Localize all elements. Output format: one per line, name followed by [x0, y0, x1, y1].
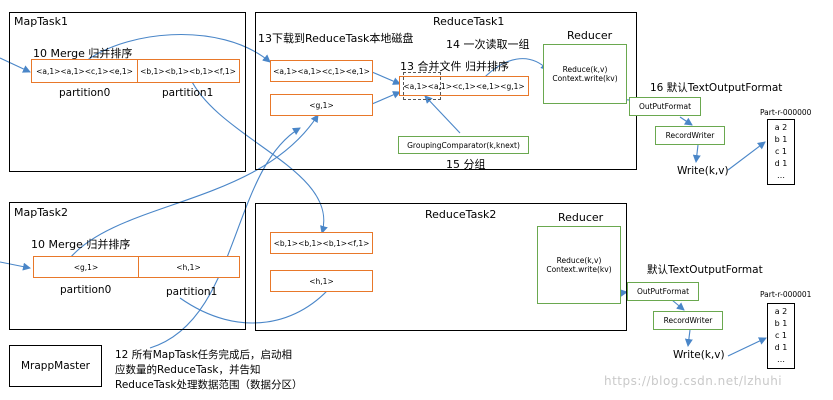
- reducetask2-title: ReduceTask2: [425, 208, 497, 221]
- arrow-output-to-recordwriter: [679, 116, 693, 126]
- output1-recordwriter: RecordWriter: [655, 126, 725, 145]
- output2-file-line: d 1: [774, 343, 788, 352]
- arrow-grouping-to-merge: [424, 95, 461, 134]
- output2-file-line: b 1: [774, 319, 788, 328]
- maptask1-panel: [9, 12, 246, 172]
- master-note-line: 应数量的ReduceTask，并告知: [115, 364, 261, 376]
- output2-outputformat: OutPutFormat: [627, 282, 699, 301]
- reducetask1-panel: [255, 12, 637, 170]
- arrow-group-to-reducer: [479, 58, 549, 83]
- maptask2-partition0-cell: <g,1>: [34, 257, 139, 277]
- reducetask2-downloaded-h: <h,1>: [270, 270, 373, 292]
- arrow-input-maptask2: [0, 261, 31, 271]
- maptask2-partition1-cell: <h,1>: [176, 262, 201, 272]
- maptask1-partition1-cell: <b,1><b,1><b,1><f,1>: [140, 66, 236, 76]
- arrow-write2-to-file2: [727, 337, 767, 357]
- arrow-download-a-to-merge: [371, 71, 401, 85]
- maptask2-merge-label: 10 Merge 归并排序: [31, 238, 131, 251]
- arrow-output2-to-recordwriter: [671, 299, 685, 311]
- output1-outputformat: OutPutFormat: [629, 97, 701, 116]
- output2-file-line: c 1: [774, 331, 788, 340]
- output2-recordwriter: RecordWriter: [653, 311, 723, 330]
- maptask1-partition0-cell: <a,1><a,1><c,1><e,1>: [32, 60, 138, 82]
- maptask2-title: MapTask2: [14, 206, 68, 219]
- reducetask1-merge-label: 13 合并文件 归并排序: [400, 60, 509, 73]
- reducer2-box: Reduce(k,v) Context.write(kv): [537, 226, 621, 304]
- reducer2-title: Reducer: [558, 211, 604, 224]
- reducetask1-group-selection: [403, 72, 441, 100]
- output1-format-label: 16 默认TextOutputFormat: [650, 82, 783, 94]
- master-note-line: ReduceTask处理数据范围（数据分区）: [115, 379, 303, 391]
- reducer1-context-write: Context.write(kv): [552, 74, 618, 83]
- arrow-mt2-p1-to-rt2: [179, 282, 335, 324]
- output1-file-line: d 1: [774, 159, 788, 168]
- reducetask1-downloaded-a: <a,1><a,1><c,1><e,1>: [270, 60, 373, 82]
- output1-file-line: c 1: [774, 147, 788, 156]
- output1-file: a 2 b 1 c 1 d 1 …: [767, 119, 795, 185]
- output1-file-line: …: [777, 171, 785, 180]
- reducetask2-downloaded-b: <b,1><b,1><b,1><f,1>: [270, 232, 373, 254]
- arrow-input-maptask1: [0, 57, 31, 73]
- master-note-line: 12 所有MapTask任务完成后，启动相: [115, 349, 293, 361]
- arrow-recordwriter2-to-write: [684, 329, 693, 347]
- output1-file-line: b 1: [774, 135, 788, 144]
- maptask2-partition1-label: partition1: [166, 286, 218, 298]
- output2-file-line: a 2: [774, 307, 788, 316]
- arrow-download-g-to-merge: [371, 91, 401, 105]
- maptask2-partition-row: <g,1> <h,1>: [33, 256, 240, 278]
- reducetask1-group-label: 15 分组: [446, 158, 486, 171]
- maptask1-partition-row: <a,1><a,1><c,1><e,1> <b,1><b,1><b,1><f,1…: [31, 59, 240, 83]
- maptask2-panel: [9, 202, 246, 330]
- mrappmaster-box: MrappMaster: [9, 345, 102, 387]
- arrow-mt1-p0-to-rt1: [79, 33, 271, 67]
- arrow-recordwriter-to-write: [692, 144, 701, 163]
- reducer1-reduce-call: Reduce(k,v): [562, 64, 608, 74]
- output2-file-line: …: [777, 355, 785, 364]
- reducetask1-merged-file: <a,1><a,1><c,1><e,1><g,1>: [399, 76, 529, 96]
- reducetask2-panel: [255, 203, 627, 331]
- reducer1-box: Reduce(k,v) Context.write(kv): [543, 44, 627, 104]
- reducetask1-downloaded-g: <g,1>: [270, 94, 373, 116]
- maptask1-partition0-label: partition0: [59, 87, 111, 99]
- grouping-comparator-box: GroupingComparator(k,knext): [398, 136, 529, 154]
- output1-file-name: Part-r-000000: [760, 108, 812, 117]
- output2-file: a 2 b 1 c 1 d 1 …: [767, 303, 795, 369]
- reducetask1-title: ReduceTask1: [433, 15, 505, 28]
- arrow-write-to-file1: [727, 141, 766, 171]
- maptask2-partition0-label: partition0: [60, 284, 112, 296]
- output1-file-line: a 2: [774, 123, 788, 132]
- master-note: 12 所有MapTask任务完成后，启动相 应数量的ReduceTask，并告知…: [115, 348, 303, 393]
- reducetask1-read-group-label: 14 一次读取一组: [446, 38, 530, 51]
- watermark: https://blog.csdn.net/lzhuhi: [604, 374, 783, 388]
- maptask1-title: MapTask1: [14, 15, 68, 28]
- arrow-mt1-p1-to-rt2: [189, 77, 328, 234]
- reducer2-reduce-call: Reduce(k,v): [556, 255, 602, 265]
- output2-format-label: 默认TextOutputFormat: [647, 264, 763, 276]
- reducetask1-download-label: 13下载到ReduceTask本地磁盘: [258, 32, 414, 45]
- output1-write-call: Write(k,v): [677, 165, 729, 177]
- arrow-master-to-rt1: [149, 127, 301, 349]
- arrow-mt2-p0-to-rt1: [69, 114, 319, 259]
- reducer1-title: Reducer: [567, 29, 613, 42]
- maptask1-merge-label: 10 Merge 归并排序: [33, 47, 133, 60]
- output2-file-name: Part-r-000001: [760, 290, 812, 299]
- output2-write-call: Write(k,v): [673, 349, 725, 361]
- reducer2-context-write: Context.write(kv): [546, 265, 612, 274]
- maptask1-partition1-label: partition1: [162, 87, 214, 99]
